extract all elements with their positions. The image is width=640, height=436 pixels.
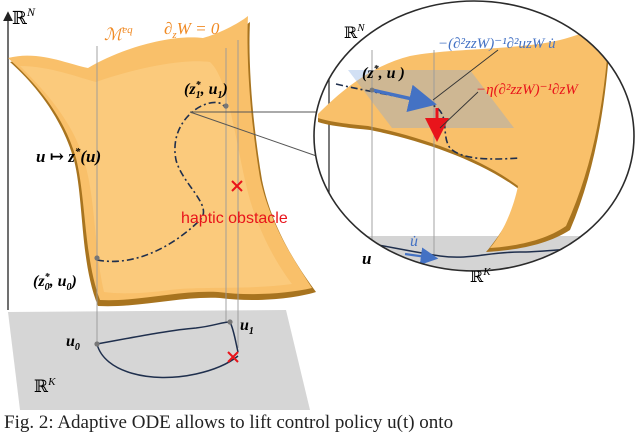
zoom-udot-arrow [404,247,439,265]
control-path-lower [96,343,239,379]
manifold-label: ℳeq [104,24,133,44]
blue-term-label: −(∂²zzW)⁻¹∂²uzW u̇ [438,36,556,52]
point-z0 [94,255,100,261]
zoom-manifold-surface [318,18,610,248]
obstacle-marker [231,180,243,192]
left-plane-label: ℝK [34,376,56,396]
control-plane [8,310,310,410]
zoom-axis-label: ℝN [344,22,365,42]
zoom-connector-bottom [189,111,329,161]
left-axis-label: ℝN [12,5,36,28]
zoom-panel: ℝN (z*, u ) −(∂²zzW)⁻¹∂²uzW u̇ −η(∂²zzW)… [313,0,635,286]
red-term-label: −η(∂²zzW)⁻¹∂zW [476,82,579,98]
red-term-leader [439,91,479,129]
u1-label: u1 [240,317,254,337]
zoom-point-u [369,87,375,93]
point-z0-label: (z*0, u0) [33,272,77,293]
lifted-path [96,101,227,263]
zoom-circle-outline [313,0,635,272]
zoom-plane-label: ℝK [470,266,491,286]
blue-flow-arrow [371,84,437,113]
map-label: u ↦ z*(u) [36,146,101,166]
blue-term-leader [432,49,499,101]
figure-caption: Fig. 2: Adaptive ODE allows to lift cont… [4,412,454,433]
point-z1 [223,103,229,109]
condition-label: ∂zW = 0 [164,19,220,41]
obstacle-label: haptic obstacle [181,210,288,227]
point-z1-label: (z*1, u1) [184,80,228,101]
zoom-u-label: u [362,249,371,268]
zoom-point-label: (z*, u ) [362,64,405,82]
point-u0 [94,341,100,347]
control-path-upper [96,321,239,353]
u0-label: u0 [66,333,80,353]
point-u1 [227,319,233,325]
zoom-udot-label: u̇ [410,233,418,250]
plane-obstacle-marker [227,351,239,363]
manifold-highlight [20,61,292,294]
